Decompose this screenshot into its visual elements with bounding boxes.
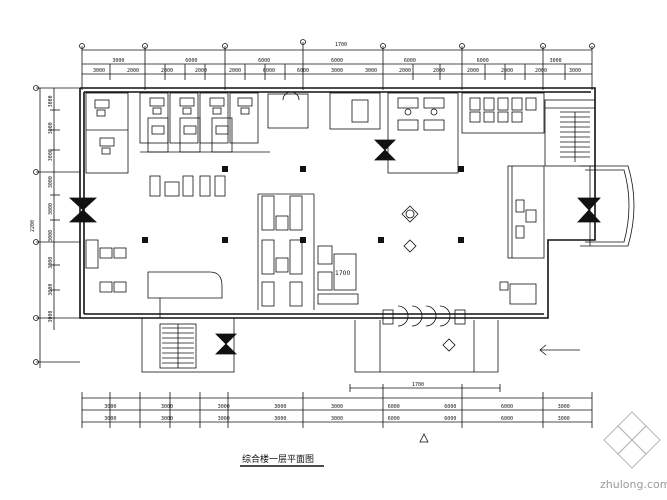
dimension-label: 3000 <box>331 68 343 74</box>
watermark-text: zhulong.com <box>600 478 667 491</box>
north-arrow-icon <box>419 433 429 443</box>
dimension-label: 3000 <box>558 416 570 422</box>
bottom-overall-dimension: 1700 <box>412 382 424 388</box>
door-symbols <box>68 139 601 355</box>
dimension-label: 6000 <box>258 58 270 64</box>
dimension-label: 6000 <box>297 68 309 74</box>
watermark-logo-icon <box>603 411 661 469</box>
dimension-label: 6000 <box>331 58 343 64</box>
dimension-label: 2000 <box>161 68 173 74</box>
room-label: 1700 <box>335 270 350 277</box>
dimension-label: 3000 <box>218 416 230 422</box>
dimension-label: 3000 <box>48 203 54 215</box>
dimension-label: 2000 <box>433 68 445 74</box>
dimension-label: 2000 <box>229 68 241 74</box>
reception-area <box>499 165 545 305</box>
dimension-label: 6000 <box>444 404 456 410</box>
dimension-label: 3000 <box>558 404 570 410</box>
top-dims-inner: 3000 2000 2000 2000 2000 6000 6000 3000 3000 2000… <box>93 68 581 74</box>
dimension-label: 3000 <box>93 68 105 74</box>
left-dimension-chains <box>33 85 80 368</box>
dimension-label: 3000 <box>48 122 54 134</box>
lounge-seating <box>85 175 359 310</box>
main-entrance <box>354 305 580 373</box>
dimension-label: 2000 <box>467 68 479 74</box>
dimension-label: 6000 <box>388 416 400 422</box>
dimension-label: 3000 <box>104 404 116 410</box>
dimension-label: 3000 <box>365 68 377 74</box>
bottom-left-stair <box>141 271 235 373</box>
dimension-label: 3000 <box>48 149 54 161</box>
bottom-dims-outer: 3000 3000 3000 3000 3000 6000 6000 6000 3000 <box>104 404 569 410</box>
top-offices <box>85 91 545 174</box>
right-stair-tower <box>544 99 635 247</box>
dimension-label: 3000 <box>48 95 54 107</box>
dimension-label: 3000 <box>48 176 54 188</box>
dimension-label: 3000 <box>218 404 230 410</box>
left-overall-dimension: 2200 <box>30 220 36 232</box>
top-overall-dimension: 1700 <box>335 42 347 48</box>
dimension-label: 3000 <box>112 58 124 64</box>
top-dims-outer: 3000 6000 6000 6000 6000 6000 3000 <box>112 58 561 64</box>
dimension-label: 2000 <box>501 68 513 74</box>
dimension-label: 6000 <box>477 58 489 64</box>
structural-columns <box>142 166 464 243</box>
dimension-label: 2000 <box>127 68 139 74</box>
drawing-title: 综合楼一层平面图 <box>242 453 314 465</box>
dimension-label: 3000 <box>274 404 286 410</box>
lobby-ornament <box>401 205 419 253</box>
dimension-label: 3000 <box>48 230 54 242</box>
dimension-label: 6000 <box>444 416 456 422</box>
dimension-label: 3000 <box>331 416 343 422</box>
dimension-label: 3000 <box>569 68 581 74</box>
dimension-label: 6000 <box>185 58 197 64</box>
dimension-label: 3000 <box>550 58 562 64</box>
dimension-label: 3000 <box>48 257 54 269</box>
dimension-label: 2000 <box>535 68 547 74</box>
dimension-label: 3000 <box>48 311 54 323</box>
dimension-label: 6000 <box>388 404 400 410</box>
dimension-label: 6000 <box>404 58 416 64</box>
dimension-label: 2000 <box>399 68 411 74</box>
dimension-label: 6000 <box>501 404 513 410</box>
dimension-label: 6000 <box>263 68 275 74</box>
stair-treads-right <box>560 111 590 162</box>
dimension-label: 3000 <box>161 404 173 410</box>
bottom-dims-inner: 3000 3000 3000 3000 3000 6000 6000 6000 3000 <box>104 416 569 422</box>
dimension-label: 3000 <box>161 416 173 422</box>
left-dims: 3000 3000 3000 3000 3000 3000 3000 3000 3000 <box>48 95 54 322</box>
top-dimension-chains <box>79 39 595 90</box>
dimension-label: 3000 <box>104 416 116 422</box>
dimension-label: 6000 <box>501 416 513 422</box>
dimension-label: 3000 <box>331 404 343 410</box>
dimension-label: 3000 <box>274 416 286 422</box>
exterior-walls <box>79 87 596 319</box>
dimension-label: 3000 <box>48 284 54 296</box>
bottom-dimension-chains <box>81 384 593 428</box>
office-furniture <box>94 97 445 155</box>
dimension-label: 2000 <box>195 68 207 74</box>
